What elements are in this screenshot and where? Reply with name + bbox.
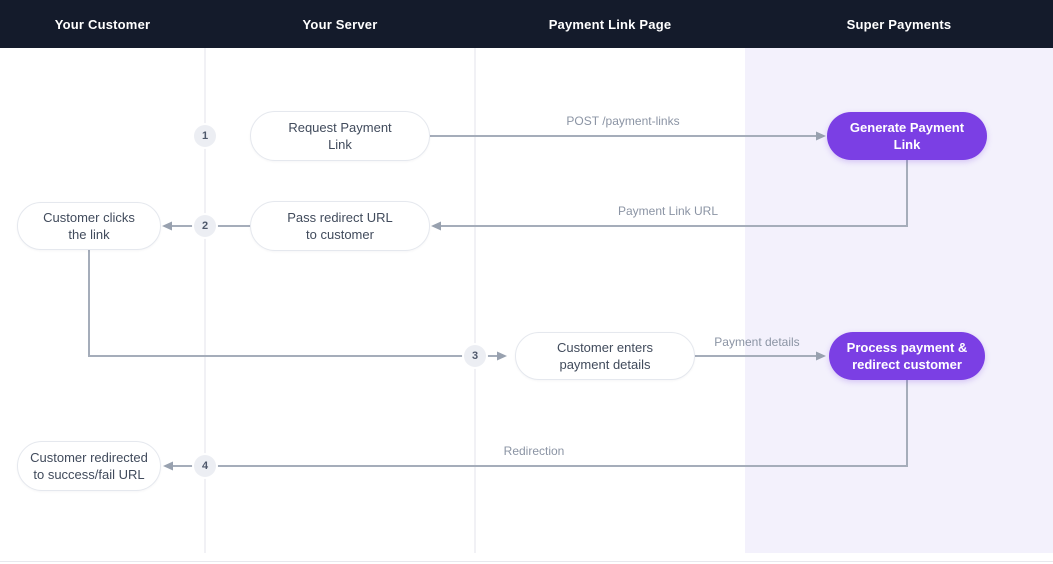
node-text-line: the link (68, 227, 110, 242)
step-badge-2: 2 (194, 215, 216, 237)
node-customer-clicks-link: Customer clicks the link (17, 202, 161, 250)
swimlane-header: Your Customer Your Server Payment Link P… (0, 0, 1053, 48)
node-text-line: to success/fail URL (33, 467, 145, 482)
node-pass-redirect-url: Pass redirect URL to customer (250, 201, 430, 251)
arrowhead-left-icon (431, 221, 441, 231)
arrowhead-left-icon (163, 461, 173, 471)
lane-label-your-customer: Your Customer (54, 16, 151, 32)
node-generate-payment-link: Generate Payment Link (827, 112, 987, 160)
node-text-line: Customer enters (556, 340, 654, 355)
step-badge-3: 3 (464, 345, 486, 367)
node-text-line: redirect customer (852, 357, 962, 372)
node-text-line: Customer redirected (30, 450, 148, 465)
arrowhead-right-icon (497, 351, 507, 361)
node-text-line: Pass redirect URL (287, 210, 393, 225)
edge-label-payment-details: Payment details (714, 335, 800, 349)
edge-clicks-to-enters (88, 250, 497, 357)
step-badge-1: 1 (194, 125, 216, 147)
lane-label-payment-link-page: Payment Link Page (548, 16, 672, 32)
lane-label-your-server: Your Server (302, 16, 378, 32)
lane-divider-server-paymentpage (474, 48, 476, 553)
edge-label-post-payment-links: POST /payment-links (566, 114, 680, 128)
edge-label-redirection: Redirection (503, 444, 565, 458)
lane-label-super-payments: Super Payments (846, 16, 952, 32)
node-text-line: to customer (306, 227, 374, 242)
node-text-line: Request Payment (288, 120, 392, 135)
node-text-line: Link (328, 137, 352, 152)
node-text-line: Link (893, 137, 921, 152)
node-request-payment-link: Request Payment Link (250, 111, 430, 161)
node-customer-enters-details: Customer enters payment details (515, 332, 695, 380)
arrowhead-right-icon (816, 131, 826, 141)
bottom-border-line (0, 561, 1053, 562)
edge-process-to-redirected (173, 380, 908, 467)
arrowhead-left-icon (162, 221, 172, 231)
node-text-line: Process payment & (846, 340, 968, 355)
node-text-line: payment details (559, 357, 651, 372)
lane-divider-customer-server (204, 48, 206, 553)
step-badge-4: 4 (194, 455, 216, 477)
edge-label-payment-link-url: Payment Link URL (617, 204, 719, 218)
node-process-payment: Process payment & redirect customer (829, 332, 985, 380)
arrowhead-right-icon (816, 351, 826, 361)
node-customer-redirected: Customer redirected to success/fail URL (17, 441, 161, 491)
edge-generate-to-pass (441, 160, 908, 227)
node-text-line: Customer clicks (43, 210, 135, 225)
node-text-line: Generate Payment (849, 120, 965, 135)
